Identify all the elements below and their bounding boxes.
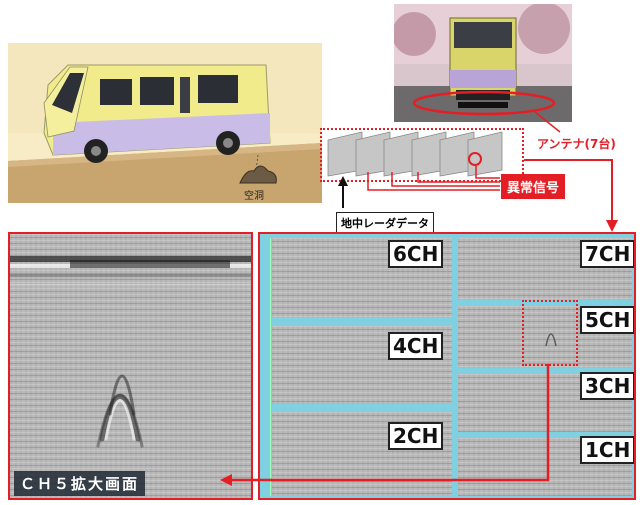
- channel-label-4ch: 4CH: [388, 332, 444, 360]
- anomaly-signal-callout: 異常信号: [501, 174, 566, 199]
- ch5-radargram: [10, 256, 251, 448]
- channels-panel: 6CH 7CH 5CH 4CH 3CH 2CH 1CH: [258, 232, 636, 500]
- anomaly-dotted-box: [320, 128, 524, 182]
- channel-label-5ch: 5CH: [580, 306, 634, 334]
- bus-illustration: [8, 43, 322, 203]
- anomaly-marker-icon: [468, 152, 482, 166]
- ch5-enlarged-panel: ＣＨ５拡大画面: [8, 232, 253, 500]
- bus-illustration-panel: 空洞: [8, 43, 322, 203]
- ch-panel-4: [272, 326, 452, 404]
- bus-photo-panel: [392, 2, 572, 122]
- antenna-label: アンテナ(7台): [537, 137, 616, 151]
- antenna-strip: [322, 126, 526, 182]
- channel-label-7ch: 7CH: [580, 240, 634, 268]
- bus-photo: [392, 2, 572, 122]
- ch-panel-2: [272, 412, 452, 496]
- radar-data-label: 地中レーダデータ: [336, 212, 434, 234]
- channel-label-6ch: 6CH: [388, 240, 444, 268]
- channel-label-3ch: 3CH: [580, 372, 634, 400]
- depth-scale: [262, 238, 271, 496]
- ch5-anomaly-box: [522, 300, 578, 366]
- channel-label-2ch: 2CH: [388, 422, 444, 450]
- channel-label-1ch: 1CH: [580, 436, 634, 464]
- enlarge-screen-label: ＣＨ５拡大画面: [14, 471, 146, 496]
- ch5-anomaly-trace: [545, 333, 557, 347]
- cave-label: 空洞: [244, 191, 264, 202]
